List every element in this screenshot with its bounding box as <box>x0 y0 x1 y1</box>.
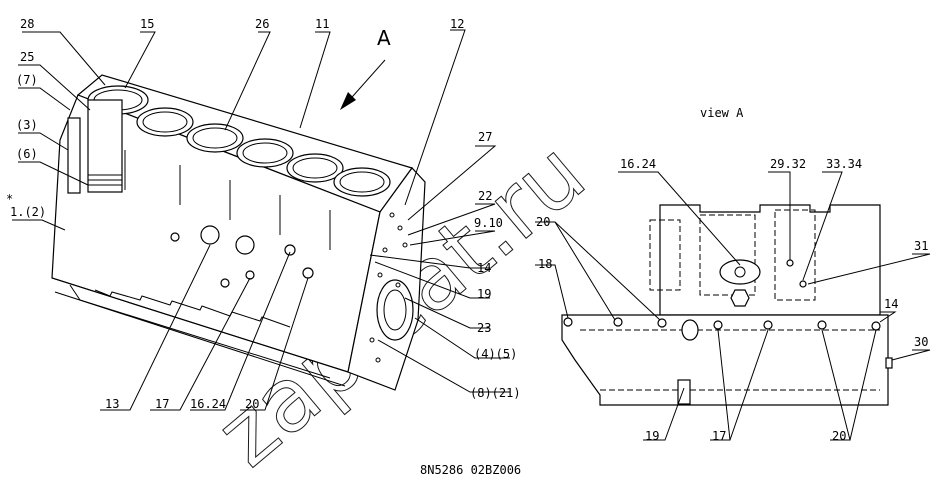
callout-11: 11 <box>315 17 329 31</box>
callout-right-20: 20 <box>536 215 550 229</box>
callout-28: 28 <box>20 17 34 31</box>
callout-right-16-24: 16.24 <box>620 157 656 171</box>
callout-12: 12 <box>450 17 464 31</box>
callout-7: (7) <box>16 73 38 87</box>
callout-right-20b: 20 <box>832 429 846 443</box>
callout-27: 27 <box>478 130 492 144</box>
callout-right-17: 17 <box>712 429 726 443</box>
callouts-right: 16.24 29.32 33.34 20 18 31 14 30 19 17 2… <box>536 157 928 443</box>
callout-right-14: 14 <box>884 297 898 311</box>
callout-25: 25 <box>20 50 34 64</box>
view-a-label: view A <box>700 106 744 120</box>
cylinder-block-drawing <box>51 59 426 391</box>
callout-4-5: (4)(5) <box>474 347 517 361</box>
callout-9-10: 9.10 <box>474 216 503 230</box>
callout-right-18: 18 <box>538 257 552 271</box>
callout-15: 15 <box>140 17 154 31</box>
view-a-drawing <box>561 204 893 406</box>
callout-14: 14 <box>477 261 491 275</box>
callout-8-21: (8)(21) <box>470 386 521 400</box>
callout-20: 20 <box>245 397 259 411</box>
callout-17: 17 <box>155 397 169 411</box>
callout-22: 22 <box>478 189 492 203</box>
callout-26: 26 <box>255 17 269 31</box>
callout-6: (6) <box>16 147 38 161</box>
leader-lines-left <box>12 29 510 411</box>
view-arrow-letter: A <box>377 26 391 50</box>
leader-lines-right <box>535 171 931 441</box>
callout-16-24: 16.24 <box>190 397 226 411</box>
callout-right-19: 19 <box>645 429 659 443</box>
callout-right-29-32: 29.32 <box>770 157 806 171</box>
callout-right-30: 30 <box>914 335 928 349</box>
callout-19: 19 <box>477 287 491 301</box>
callout-1-2: 1.(2) <box>10 205 46 219</box>
drawing-code: 8N5286 02BZ006 <box>420 463 521 477</box>
callout-3: (3) <box>16 118 38 132</box>
callout-right-33-34: 33.34 <box>826 157 862 171</box>
callouts-left: 28 15 26 11 12 25 (7) (3) (6) * 1.(2) 27… <box>6 17 521 411</box>
callout-23: 23 <box>477 321 491 335</box>
callout-13: 13 <box>105 397 119 411</box>
callout-star: * <box>6 192 13 206</box>
callout-right-31: 31 <box>914 239 928 253</box>
